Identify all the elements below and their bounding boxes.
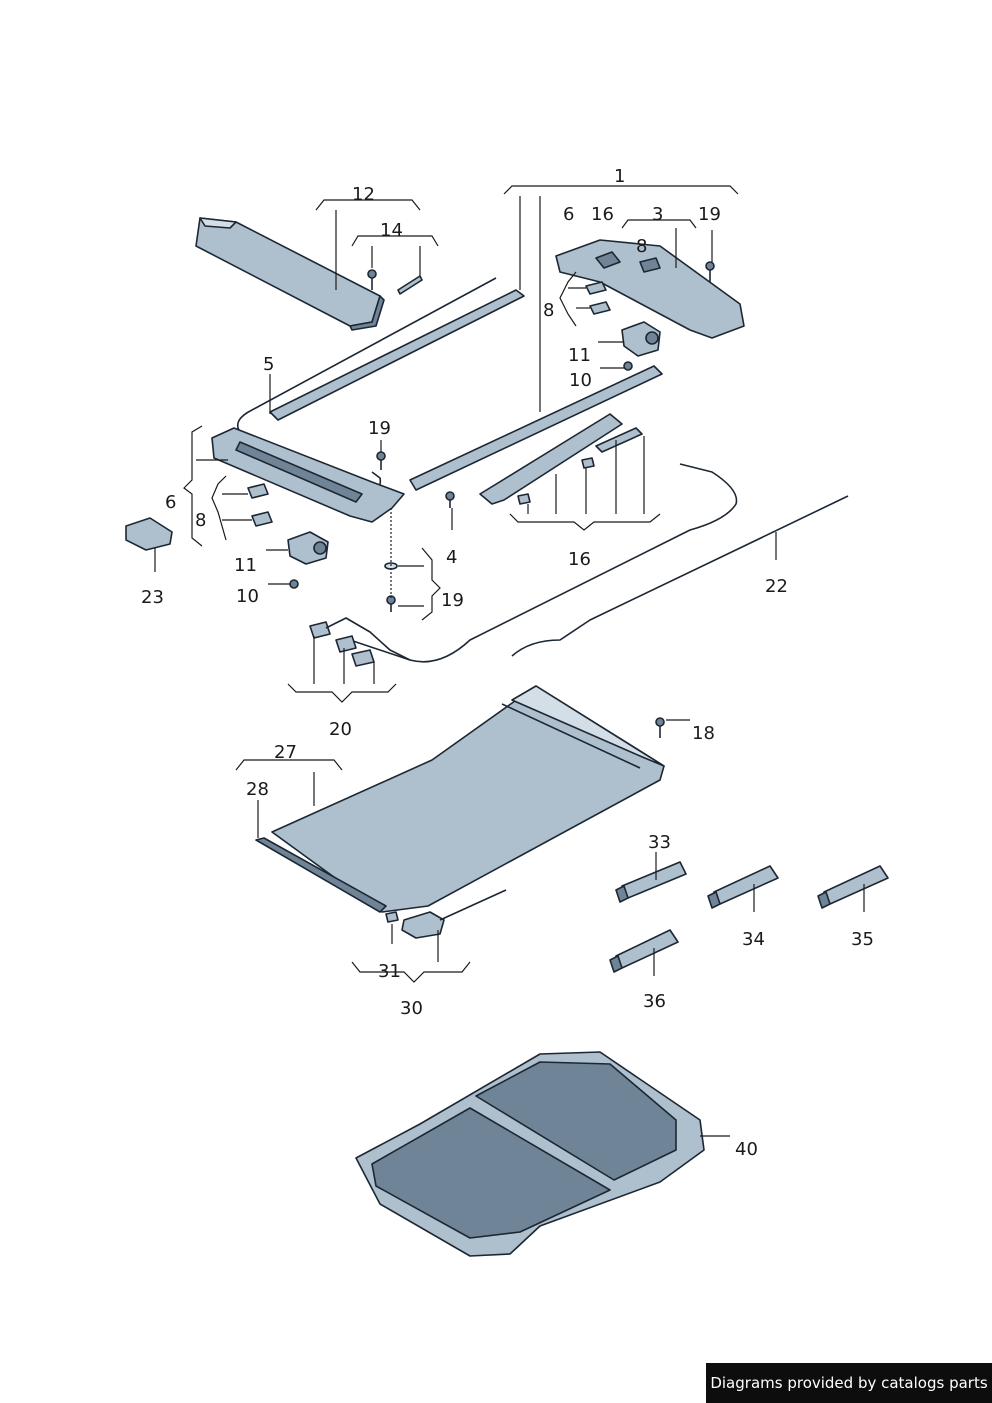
callout-4: 4 bbox=[446, 547, 457, 568]
part-4-screw bbox=[445, 491, 455, 508]
part-6-frame-left bbox=[211, 427, 405, 523]
callout-6-top: 6 bbox=[563, 204, 574, 225]
part-23-module bbox=[125, 517, 173, 551]
part-8-clips bbox=[247, 281, 611, 527]
part-40-sunroof-assembly bbox=[355, 1051, 705, 1257]
callout-11-left: 11 bbox=[234, 555, 257, 576]
part-20-connectors bbox=[309, 617, 411, 667]
callout-3: 3 bbox=[652, 204, 663, 225]
part-1-rails bbox=[269, 196, 663, 491]
callout-30: 30 bbox=[400, 998, 423, 1019]
part-22-cable bbox=[349, 463, 849, 663]
part-34-tube bbox=[707, 865, 779, 909]
part-28-seal-strip bbox=[255, 837, 387, 913]
leader-lines bbox=[154, 185, 865, 1137]
callout-22: 22 bbox=[765, 576, 788, 597]
callout-8-top: 8 bbox=[636, 236, 647, 257]
callout-11-top: 11 bbox=[568, 345, 591, 366]
callout-labels: 1 12 6 16 3 19 14 8 8 11 5 10 19 6 8 4 1… bbox=[141, 166, 874, 1160]
callout-36: 36 bbox=[643, 991, 666, 1012]
callout-8-mid: 8 bbox=[543, 300, 554, 321]
part-12-deflector bbox=[195, 217, 385, 331]
part-35-tube bbox=[817, 865, 889, 909]
part-3-frame-bracket bbox=[555, 239, 745, 339]
callout-10-left: 10 bbox=[236, 586, 259, 607]
callout-19-top: 19 bbox=[698, 204, 721, 225]
part-33-tube bbox=[615, 861, 687, 903]
callout-16-bottom: 16 bbox=[568, 549, 591, 570]
callout-33: 33 bbox=[648, 832, 671, 853]
part-16-mechanism bbox=[479, 413, 643, 505]
callout-23: 23 bbox=[141, 587, 164, 608]
callout-18: 18 bbox=[692, 723, 715, 744]
part-27-glass-panel bbox=[271, 685, 665, 913]
callout-8-left: 8 bbox=[195, 510, 206, 531]
callout-14: 14 bbox=[380, 220, 403, 241]
part-36-tube bbox=[609, 929, 679, 973]
callout-19-mid: 19 bbox=[368, 418, 391, 439]
callout-19-bottom: 19 bbox=[441, 590, 464, 611]
callout-5: 5 bbox=[263, 354, 274, 375]
part-18-screw bbox=[655, 717, 665, 738]
part-19-screws bbox=[376, 261, 715, 612]
part-11-motors bbox=[287, 321, 661, 565]
footer-credit: Diagrams provided by catalogs parts bbox=[706, 1363, 992, 1403]
callout-28: 28 bbox=[246, 779, 269, 800]
part-30-31-brackets bbox=[385, 889, 507, 939]
callout-6-left: 6 bbox=[165, 492, 176, 513]
callout-27: 27 bbox=[274, 742, 297, 763]
callout-20: 20 bbox=[329, 719, 352, 740]
part-14-screws bbox=[367, 269, 423, 295]
callout-40: 40 bbox=[735, 1139, 758, 1160]
callout-10-top: 10 bbox=[569, 370, 592, 391]
part-10-screws bbox=[289, 361, 633, 589]
callout-35: 35 bbox=[851, 929, 874, 950]
callout-1: 1 bbox=[614, 166, 625, 187]
callout-12: 12 bbox=[352, 184, 375, 205]
callout-31: 31 bbox=[378, 961, 401, 982]
callout-16-top: 16 bbox=[591, 204, 614, 225]
callout-34: 34 bbox=[742, 929, 765, 950]
